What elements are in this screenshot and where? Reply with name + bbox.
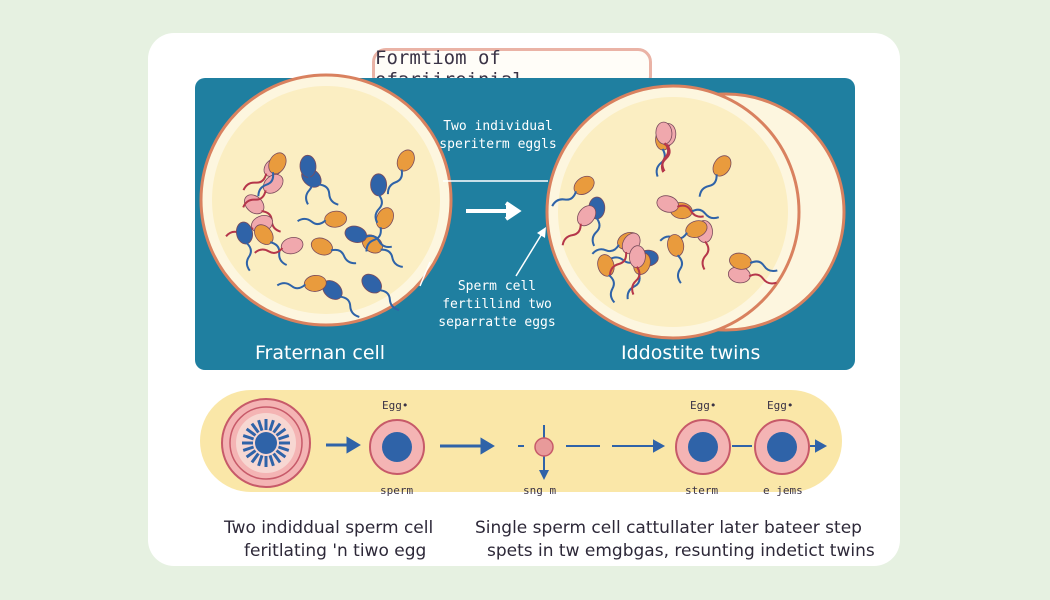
sperm-cell — [344, 225, 392, 248]
egg-cell — [365, 207, 394, 252]
egg-cell — [242, 174, 284, 208]
egg-cell — [276, 274, 327, 292]
step-arrow-2 — [440, 437, 495, 455]
bottom-right-caption-line-1: Single sperm cell cattullater later bate… — [475, 518, 862, 538]
egg-cell — [297, 210, 347, 228]
sperm-cell — [322, 280, 360, 318]
egg-step-4 — [754, 419, 810, 475]
egg-cell — [656, 195, 704, 218]
small-cell-step — [518, 425, 554, 480]
bottom-left-caption-line-2: feritlating 'n tiwo egg — [244, 541, 427, 561]
center-arrow — [466, 201, 522, 221]
egg-step-1 — [221, 398, 311, 488]
egg-cell — [551, 175, 595, 207]
egg-cell — [254, 236, 304, 255]
sperm-cell — [299, 154, 317, 205]
sperm-label-line-2: fertillind two — [442, 297, 552, 312]
fraternal-caption: Fraternan cell — [255, 342, 386, 364]
egg-cell — [667, 234, 685, 284]
sperm-cell — [235, 221, 254, 272]
arrow-label-line-1: Two individual — [443, 119, 553, 134]
sperm-step-label: sperm — [380, 484, 414, 497]
step-arrow-1 — [326, 436, 361, 454]
egg-label-1: Egg• — [382, 399, 409, 412]
bottom-right-caption-line-2: spets in tw emgbgas, resunting indetict … — [487, 541, 875, 561]
egg-step-2 — [369, 419, 425, 475]
egg-cell — [698, 155, 732, 197]
sperm-label-line-1: Sperm cell — [457, 279, 537, 294]
egg-cell — [655, 121, 673, 172]
egg-cell — [561, 205, 597, 246]
sterm-step-label: sterm — [685, 484, 719, 497]
left-petri-dish — [199, 73, 453, 327]
step-arrow-3 — [566, 439, 666, 453]
sperm-cell — [361, 273, 400, 312]
sperm-label-line-3: separratte eggs — [438, 315, 556, 330]
bottom-left-caption-line-1: Two indiddual sperm cell — [224, 518, 434, 538]
egg-label-2: Egg• — [690, 399, 717, 412]
identical-caption: Iddostite twins — [621, 342, 761, 364]
egg-step-3 — [675, 419, 731, 475]
sperm-cell — [370, 173, 388, 224]
egg-cell — [729, 252, 778, 273]
egg-cell — [310, 237, 357, 265]
step-arrow-4 — [810, 439, 828, 453]
egg-cell — [628, 245, 646, 295]
egg-cell — [386, 149, 415, 195]
ejems-step-label: e jems — [763, 484, 803, 497]
egg-cell — [254, 224, 288, 266]
sng-step-label: sng m — [523, 484, 557, 497]
egg-label-3: Egg• — [767, 399, 794, 412]
arrow-label-line-2: speriterm eggls — [439, 137, 557, 152]
egg-cell — [257, 152, 287, 197]
